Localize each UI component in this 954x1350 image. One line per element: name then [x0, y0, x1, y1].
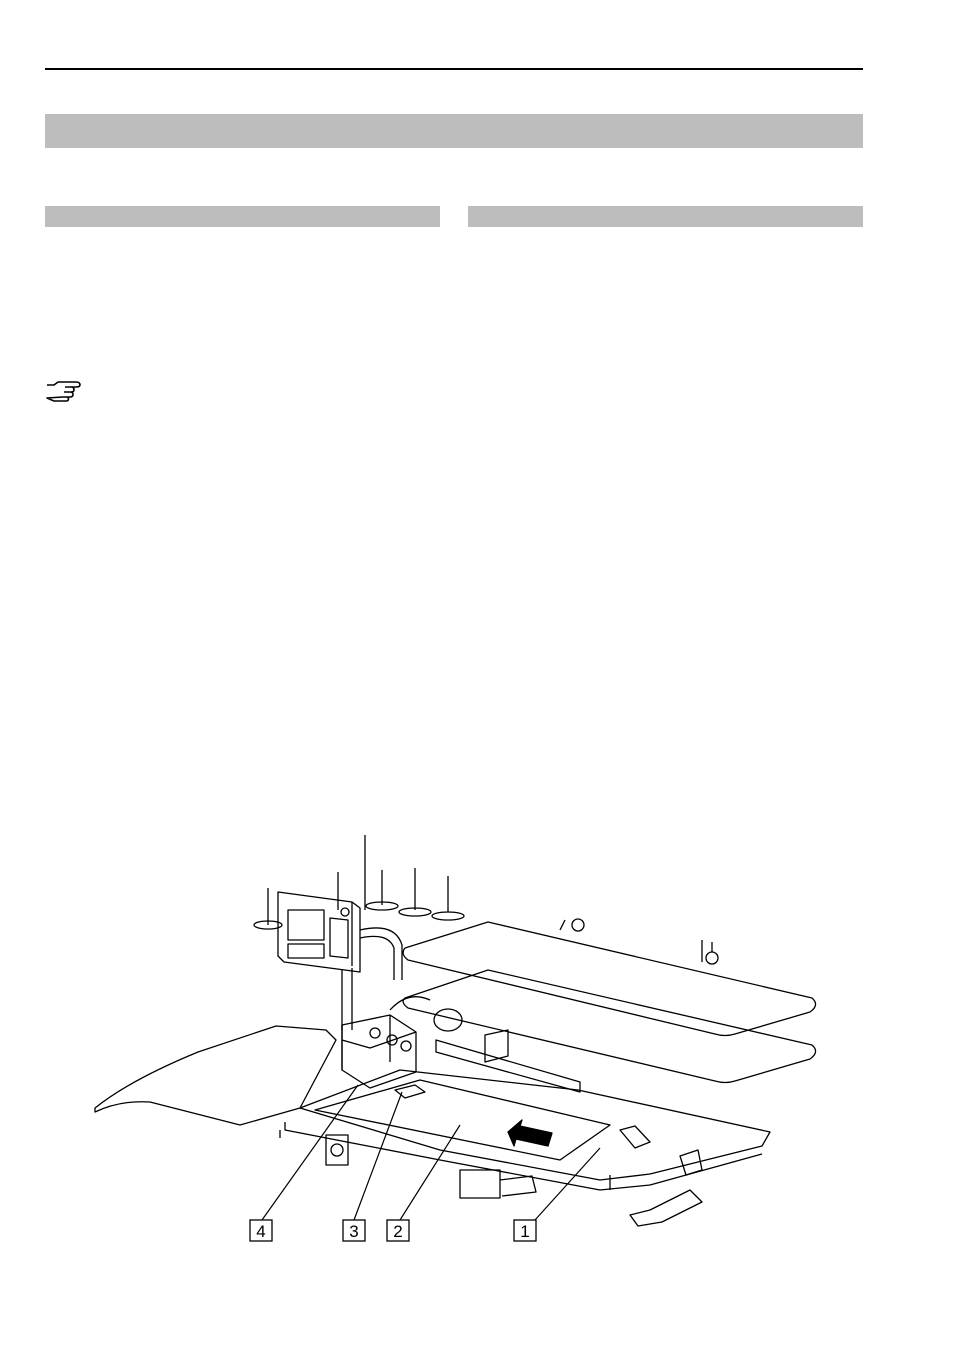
pointing-hand-icon — [46, 381, 81, 402]
callout-3: 3 — [349, 1222, 358, 1241]
machine-illustration: 4 3 2 1 — [94, 835, 817, 1242]
callout-4: 4 — [256, 1222, 265, 1241]
right-column-heading-bar — [468, 206, 863, 227]
left-column-heading-bar — [45, 206, 440, 227]
callout-2: 2 — [393, 1222, 402, 1241]
callout-1: 1 — [520, 1222, 529, 1241]
header-rule — [45, 68, 863, 70]
section-title-bar — [45, 114, 863, 148]
